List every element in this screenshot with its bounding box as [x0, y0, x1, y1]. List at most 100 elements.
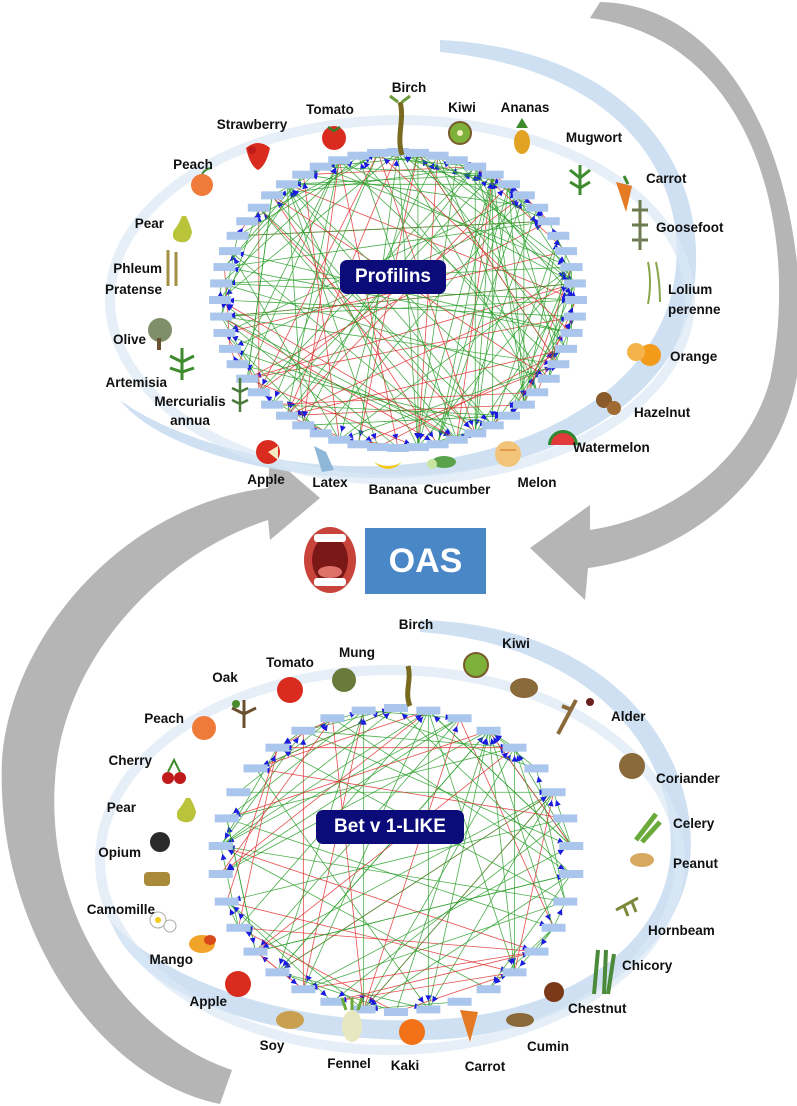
label-orange: Orange	[670, 349, 718, 364]
profilins-edge	[220, 316, 379, 448]
profilins-edge	[258, 207, 476, 434]
label-pratense: Pratense	[104, 282, 162, 297]
profilins-arrowhead	[427, 430, 434, 438]
betv1-edge	[226, 901, 364, 1010]
profilins-node	[565, 296, 587, 304]
profilins-edge	[523, 235, 559, 405]
betv1-node	[476, 985, 501, 994]
olive-branch-icon	[148, 318, 172, 350]
betv1-node	[541, 788, 566, 797]
label-carrot: Carrot	[646, 171, 687, 186]
peanut-icon	[630, 853, 654, 867]
profilins-node	[406, 148, 429, 157]
profilins-edge	[377, 152, 572, 334]
profilins-node	[261, 191, 284, 200]
profilins-arrowhead	[330, 167, 336, 175]
label-peanut: Peanut	[673, 856, 719, 871]
betv1-arrowhead	[556, 908, 563, 916]
label-olive: Olive	[112, 332, 146, 347]
betv1-edge	[226, 747, 515, 819]
label-tomato-2: Tomato	[266, 655, 314, 670]
profilins-node	[445, 435, 468, 444]
betv1-node	[553, 814, 578, 823]
label-apple: Apple	[247, 472, 285, 487]
label-latex: Latex	[312, 475, 348, 490]
profilins-edge	[417, 160, 458, 448]
profilins-arrowhead	[489, 411, 496, 418]
betv1-arrowhead	[321, 724, 328, 732]
profilins-arrowhead	[509, 402, 516, 409]
profilins-node	[555, 247, 578, 256]
profilins-edge	[358, 155, 476, 168]
profilins-edge	[338, 266, 572, 441]
betv1-arrowhead	[227, 863, 235, 870]
profilins-arrowhead	[523, 389, 530, 396]
betv1-edge	[255, 768, 429, 1010]
betv1-arrowhead	[290, 978, 298, 985]
label-mango: Mango	[149, 952, 194, 967]
betv1-edge	[255, 707, 397, 769]
betv1-arrowhead	[282, 959, 289, 967]
profilins-arrowhead	[497, 190, 504, 197]
betv1-arrowhead	[383, 712, 390, 720]
betv1-node	[476, 726, 501, 735]
profilins-node	[276, 180, 299, 189]
betv1-arrowhead	[541, 938, 548, 946]
soy-icon	[276, 1011, 304, 1029]
strawberry-icon	[246, 143, 270, 170]
betv1-node	[351, 706, 376, 715]
betv1-edge	[226, 818, 566, 902]
betv1-arrowhead	[338, 990, 346, 997]
betv1-arrowhead	[320, 989, 327, 997]
betv1-arrowhead	[249, 937, 256, 944]
profilins-edge	[417, 155, 439, 448]
profilins-arrowhead	[393, 159, 400, 167]
profilins-edge	[397, 151, 549, 222]
betv1-node	[265, 743, 290, 752]
profilins-node	[210, 279, 233, 288]
betv1-arrowhead	[292, 737, 299, 744]
betv1-node	[243, 947, 268, 956]
label-peach-2: Peach	[144, 711, 184, 726]
betv1-arrowhead	[557, 849, 565, 856]
mercurialis-icon	[231, 378, 249, 412]
profilins-node	[563, 312, 586, 321]
carrot-icon	[460, 1010, 478, 1042]
profilins-arrowhead	[516, 202, 523, 210]
betv1-edge	[226, 901, 515, 973]
profilins-edge	[302, 174, 340, 440]
betv1-arrowhead	[278, 958, 285, 965]
profilins-node	[210, 312, 233, 321]
betv1-node	[208, 870, 233, 879]
pear-icon	[172, 216, 192, 243]
profilins-node	[537, 217, 560, 226]
profilins-arrowhead	[534, 220, 541, 227]
peach-icon	[192, 716, 216, 740]
carrot-icon	[616, 175, 632, 212]
betv1-arrowhead	[220, 853, 227, 861]
betv1-node	[541, 923, 566, 932]
opium-seed-icon	[150, 832, 170, 852]
hornbeam-icon	[615, 896, 639, 917]
profilins-arrowhead	[340, 425, 346, 432]
betv1-edge	[220, 710, 429, 847]
betv1-node	[502, 743, 527, 752]
betv1-edge	[303, 730, 515, 749]
profilins-node	[347, 440, 370, 449]
profilins-node	[261, 400, 284, 409]
betv1-edge	[303, 901, 566, 990]
profilins-edge	[358, 155, 550, 380]
betv1-edge	[238, 927, 537, 952]
profilins-arrowhead	[561, 274, 568, 280]
betv1-arrowhead	[434, 716, 441, 723]
profilins-edge	[417, 152, 572, 268]
profilins-title: Profilins	[340, 260, 446, 294]
betv1-edge	[226, 818, 256, 952]
betv1-node	[320, 997, 345, 1006]
label-chicory: Chicory	[622, 958, 673, 973]
camomille-icon	[149, 911, 177, 933]
kiwi-icon	[448, 121, 472, 145]
label-camomille: Camomille	[86, 902, 155, 917]
profilins-edge	[303, 166, 476, 176]
betv1-edge	[277, 971, 397, 1013]
